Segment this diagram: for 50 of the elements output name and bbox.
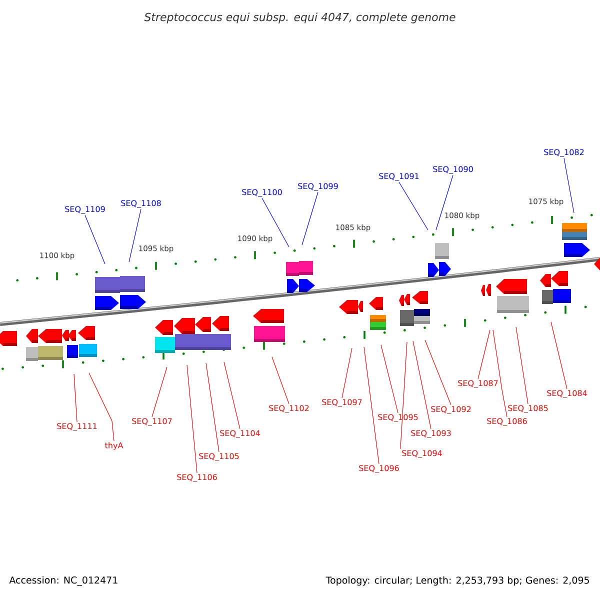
leader-line (516, 326, 528, 404)
leader-line (478, 330, 490, 380)
gene-label: SEQ_1082 (544, 149, 584, 157)
leader-line (564, 158, 574, 214)
gene-label: SEQ_1087 (458, 380, 498, 388)
gene-label: SEQ_1085 (508, 405, 548, 413)
gene-label: SEQ_1100 (242, 189, 282, 197)
leader-line (302, 192, 318, 246)
gene-label: SEQ_1102 (269, 405, 309, 413)
leader-line (380, 344, 398, 414)
leader-line (412, 340, 432, 430)
genome-info-text: Topology: circular; Length: 2,253,793 bp; Genes: 2,095 (326, 576, 589, 586)
leader-line (186, 364, 198, 474)
leader-line (436, 174, 454, 230)
gene-label: SEQ_1104 (220, 430, 260, 438)
gene-label: SEQ_1108 (121, 200, 161, 208)
leader-line (224, 362, 240, 430)
gene-label: SEQ_1084 (547, 390, 587, 398)
gene-label: SEQ_1090 (433, 166, 473, 174)
gene-label: SEQ_1109 (65, 206, 105, 214)
leader-line (74, 374, 78, 422)
leader-line (88, 372, 114, 442)
leader-line (128, 208, 142, 262)
leader-line (364, 346, 380, 464)
leader-line (398, 182, 428, 230)
leader-line (424, 340, 452, 406)
leader-line (492, 330, 508, 418)
gene-label: SEQ_1091 (379, 173, 419, 181)
gene-label: SEQ_1107 (132, 418, 172, 426)
gene-label: SEQ_1105 (199, 453, 239, 461)
gene-label: SEQ_1092 (431, 406, 471, 414)
gene-label: SEQ_1111 (57, 423, 97, 431)
gene-label: SEQ_1094 (402, 450, 442, 458)
leader-line (272, 356, 290, 404)
gene-label: SEQ_1086 (487, 418, 527, 426)
gene-label: SEQ_1106 (177, 474, 217, 482)
leader-line (84, 214, 106, 264)
gene-label: SEQ_1099 (298, 183, 338, 191)
leader-line (550, 322, 568, 390)
gene-label: SEQ_1097 (322, 399, 362, 407)
gene-label: SEQ_1093 (411, 430, 451, 438)
leader-line (342, 348, 352, 398)
leader-line (262, 198, 290, 248)
title: Streptococcus equi subsp. equi 4047, complete genome (144, 12, 456, 24)
leader-line (400, 342, 408, 450)
leader-line (206, 362, 220, 452)
leader-line (152, 366, 168, 418)
accession-text: Accession: NC_012471 (9, 576, 118, 586)
gene-label: thyA (105, 442, 124, 450)
gene-label: SEQ_1096 (359, 465, 399, 473)
